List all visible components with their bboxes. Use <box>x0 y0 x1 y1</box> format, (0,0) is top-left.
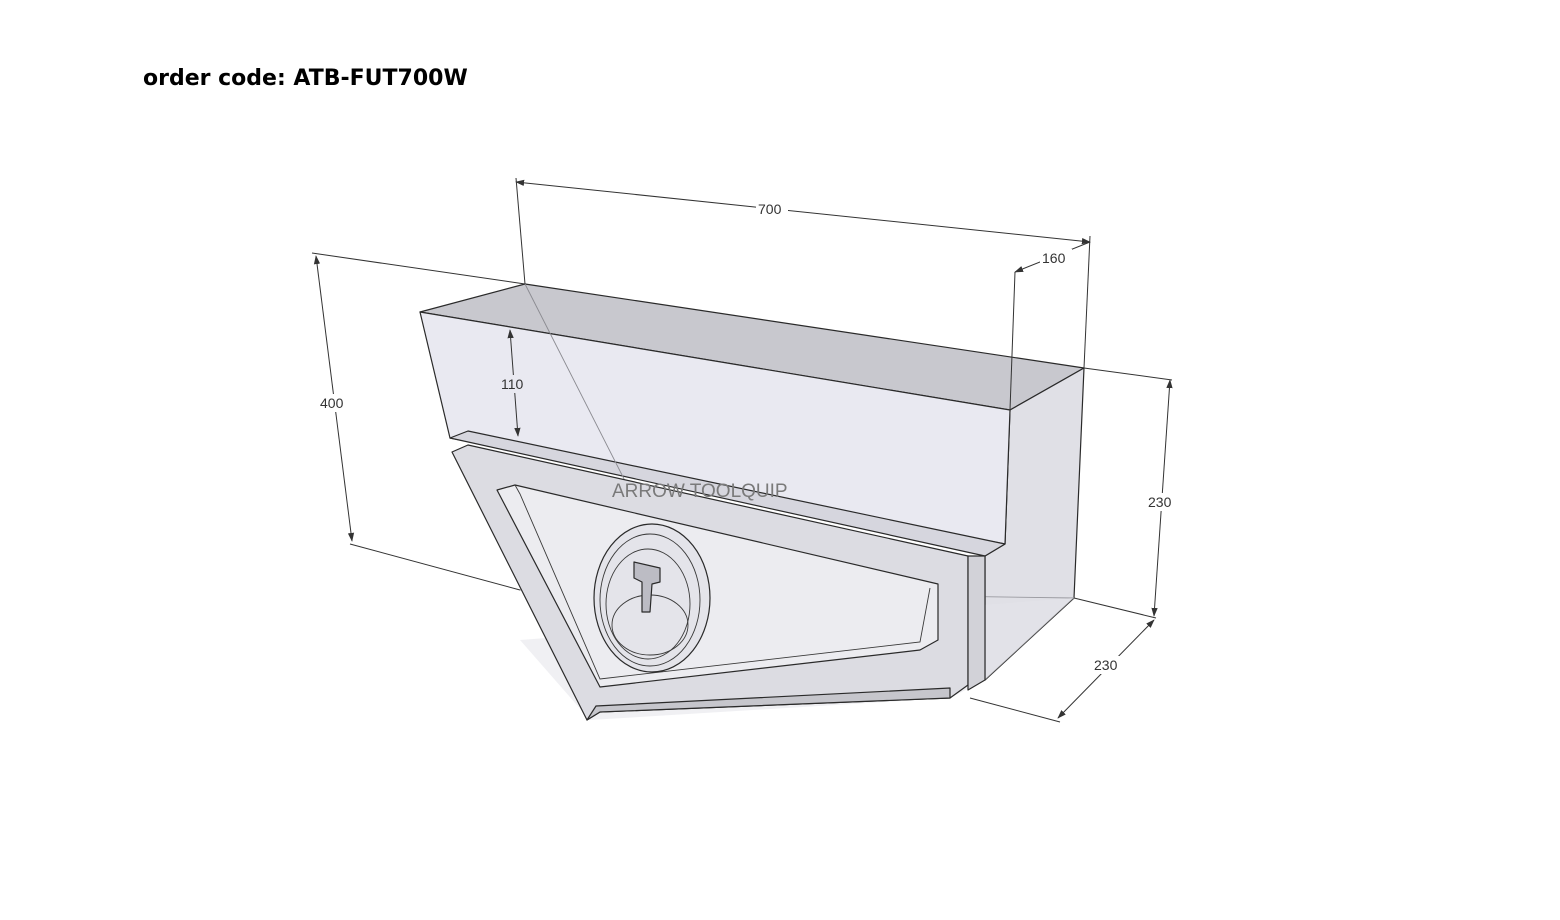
handle-recess-inner <box>605 548 691 660</box>
dim-label-230-height: 230 <box>1148 494 1172 510</box>
dim-line-700 <box>515 179 1091 245</box>
door-inner-rim <box>514 484 931 680</box>
order-code-title: order code: ATB-FUT700W <box>143 66 468 91</box>
handle-recess-outer <box>593 523 711 673</box>
door-bottom-lip <box>586 687 951 721</box>
dim-label-700: 700 <box>758 201 782 217</box>
dim-label-160: 160 <box>1042 250 1066 266</box>
dimension-lines <box>311 177 1178 723</box>
dim-label-230-depth: 230 <box>1094 657 1118 673</box>
door <box>451 444 986 721</box>
brand-label: ARROW TOOLQUIP <box>612 481 788 502</box>
t-handle-icon <box>633 561 661 613</box>
dim-label-400: 400 <box>320 395 344 411</box>
handle-recess-mid <box>599 533 701 667</box>
door-frame-side <box>967 555 986 691</box>
ledge-strip <box>449 430 1006 557</box>
dim-label-110: 110 <box>501 376 524 392</box>
